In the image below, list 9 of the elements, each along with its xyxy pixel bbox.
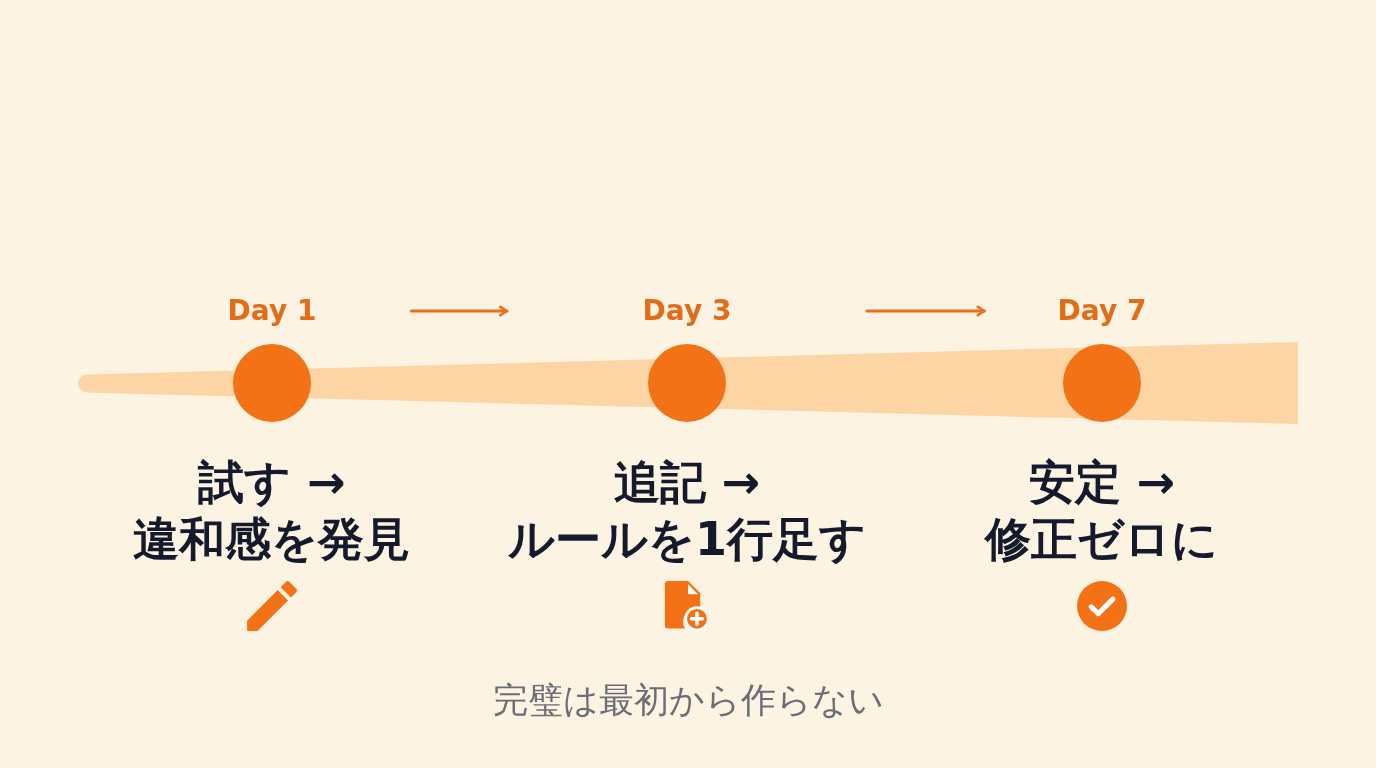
- caption: 完璧は最初から作らない: [492, 680, 884, 720]
- day-label: Day 1: [227, 294, 317, 327]
- step-description: 試す → 違和感を発見: [133, 455, 411, 566]
- arrow: [409, 305, 509, 317]
- day-label: Day 3: [642, 294, 732, 327]
- arrow: [865, 305, 987, 317]
- day-label: Day 7: [1057, 294, 1147, 327]
- step-description: 安定 → 修正ゼロに: [985, 455, 1219, 566]
- step-description: 追記 → ルールを1行足す: [508, 455, 866, 566]
